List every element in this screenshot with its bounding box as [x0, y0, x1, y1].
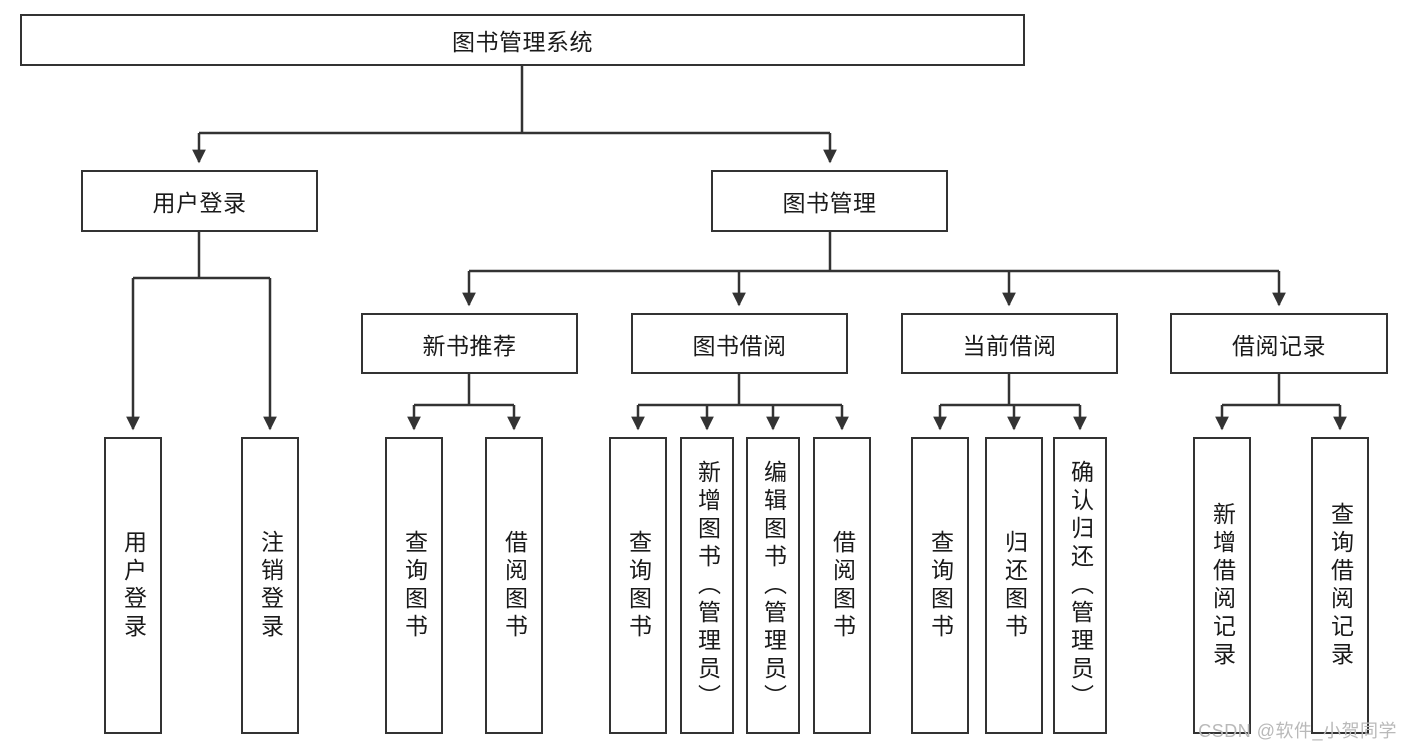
leaf-query-book-3[interactable]: 查询图书 — [911, 437, 969, 734]
leaf-return-book[interactable]: 归还图书 — [985, 437, 1043, 734]
leaf-borrow-book-1[interactable]: 借阅图书 — [485, 437, 543, 734]
leaf-borrow-book-2-label: 借阅图书 — [829, 529, 856, 642]
leaf-confirm-return[interactable]: 确认归还（管理员） — [1053, 437, 1107, 734]
node-root-label: 图书管理系统 — [452, 29, 593, 55]
node-borrow-record[interactable]: 借阅记录 — [1170, 313, 1388, 374]
leaf-query-record-label: 查询借阅记录 — [1327, 501, 1354, 670]
node-new-book-recommend[interactable]: 新书推荐 — [361, 313, 578, 374]
leaf-query-book-2-label: 查询图书 — [625, 529, 652, 642]
node-user-login-label: 用户登录 — [152, 190, 247, 216]
node-user-login[interactable]: 用户登录 — [81, 170, 318, 232]
leaf-edit-book-label: 编辑图书（管理员） — [760, 459, 787, 712]
node-book-borrow[interactable]: 图书借阅 — [631, 313, 848, 374]
leaf-return-book-label: 归还图书 — [1001, 529, 1028, 642]
leaf-query-book-3-label: 查询图书 — [927, 529, 954, 642]
node-borrow-record-label: 借阅记录 — [1232, 332, 1326, 359]
leaf-add-record[interactable]: 新增借阅记录 — [1193, 437, 1251, 734]
leaf-add-book[interactable]: 新增图书（管理员） — [680, 437, 734, 734]
leaf-query-book-2[interactable]: 查询图书 — [609, 437, 667, 734]
leaf-borrow-book-1-label: 借阅图书 — [501, 529, 528, 642]
leaf-user-login-label: 用户登录 — [120, 529, 147, 642]
leaf-edit-book[interactable]: 编辑图书（管理员） — [746, 437, 800, 734]
leaf-user-login[interactable]: 用户登录 — [104, 437, 162, 734]
node-new-book-recommend-label: 新书推荐 — [422, 332, 517, 359]
leaf-query-book-1[interactable]: 查询图书 — [385, 437, 443, 734]
leaf-confirm-return-label: 确认归还（管理员） — [1067, 459, 1094, 712]
node-current-borrow[interactable]: 当前借阅 — [901, 313, 1118, 374]
csdn-watermark: CSDN @软件_小贺同学 — [1198, 721, 1397, 741]
node-book-borrow-label: 图书借阅 — [692, 332, 787, 359]
leaf-add-book-label: 新增图书（管理员） — [694, 459, 721, 712]
node-book-manage-label: 图书管理 — [782, 190, 877, 216]
leaf-query-book-1-label: 查询图书 — [401, 529, 428, 642]
node-book-manage[interactable]: 图书管理 — [711, 170, 948, 232]
leaf-query-record[interactable]: 查询借阅记录 — [1311, 437, 1369, 734]
node-current-borrow-label: 当前借阅 — [962, 332, 1057, 359]
leaf-borrow-book-2[interactable]: 借阅图书 — [813, 437, 871, 734]
leaf-logout[interactable]: 注销登录 — [241, 437, 299, 734]
node-root[interactable]: 图书管理系统 — [20, 14, 1025, 66]
leaf-add-record-label: 新增借阅记录 — [1209, 501, 1236, 670]
leaf-logout-label: 注销登录 — [257, 529, 284, 642]
